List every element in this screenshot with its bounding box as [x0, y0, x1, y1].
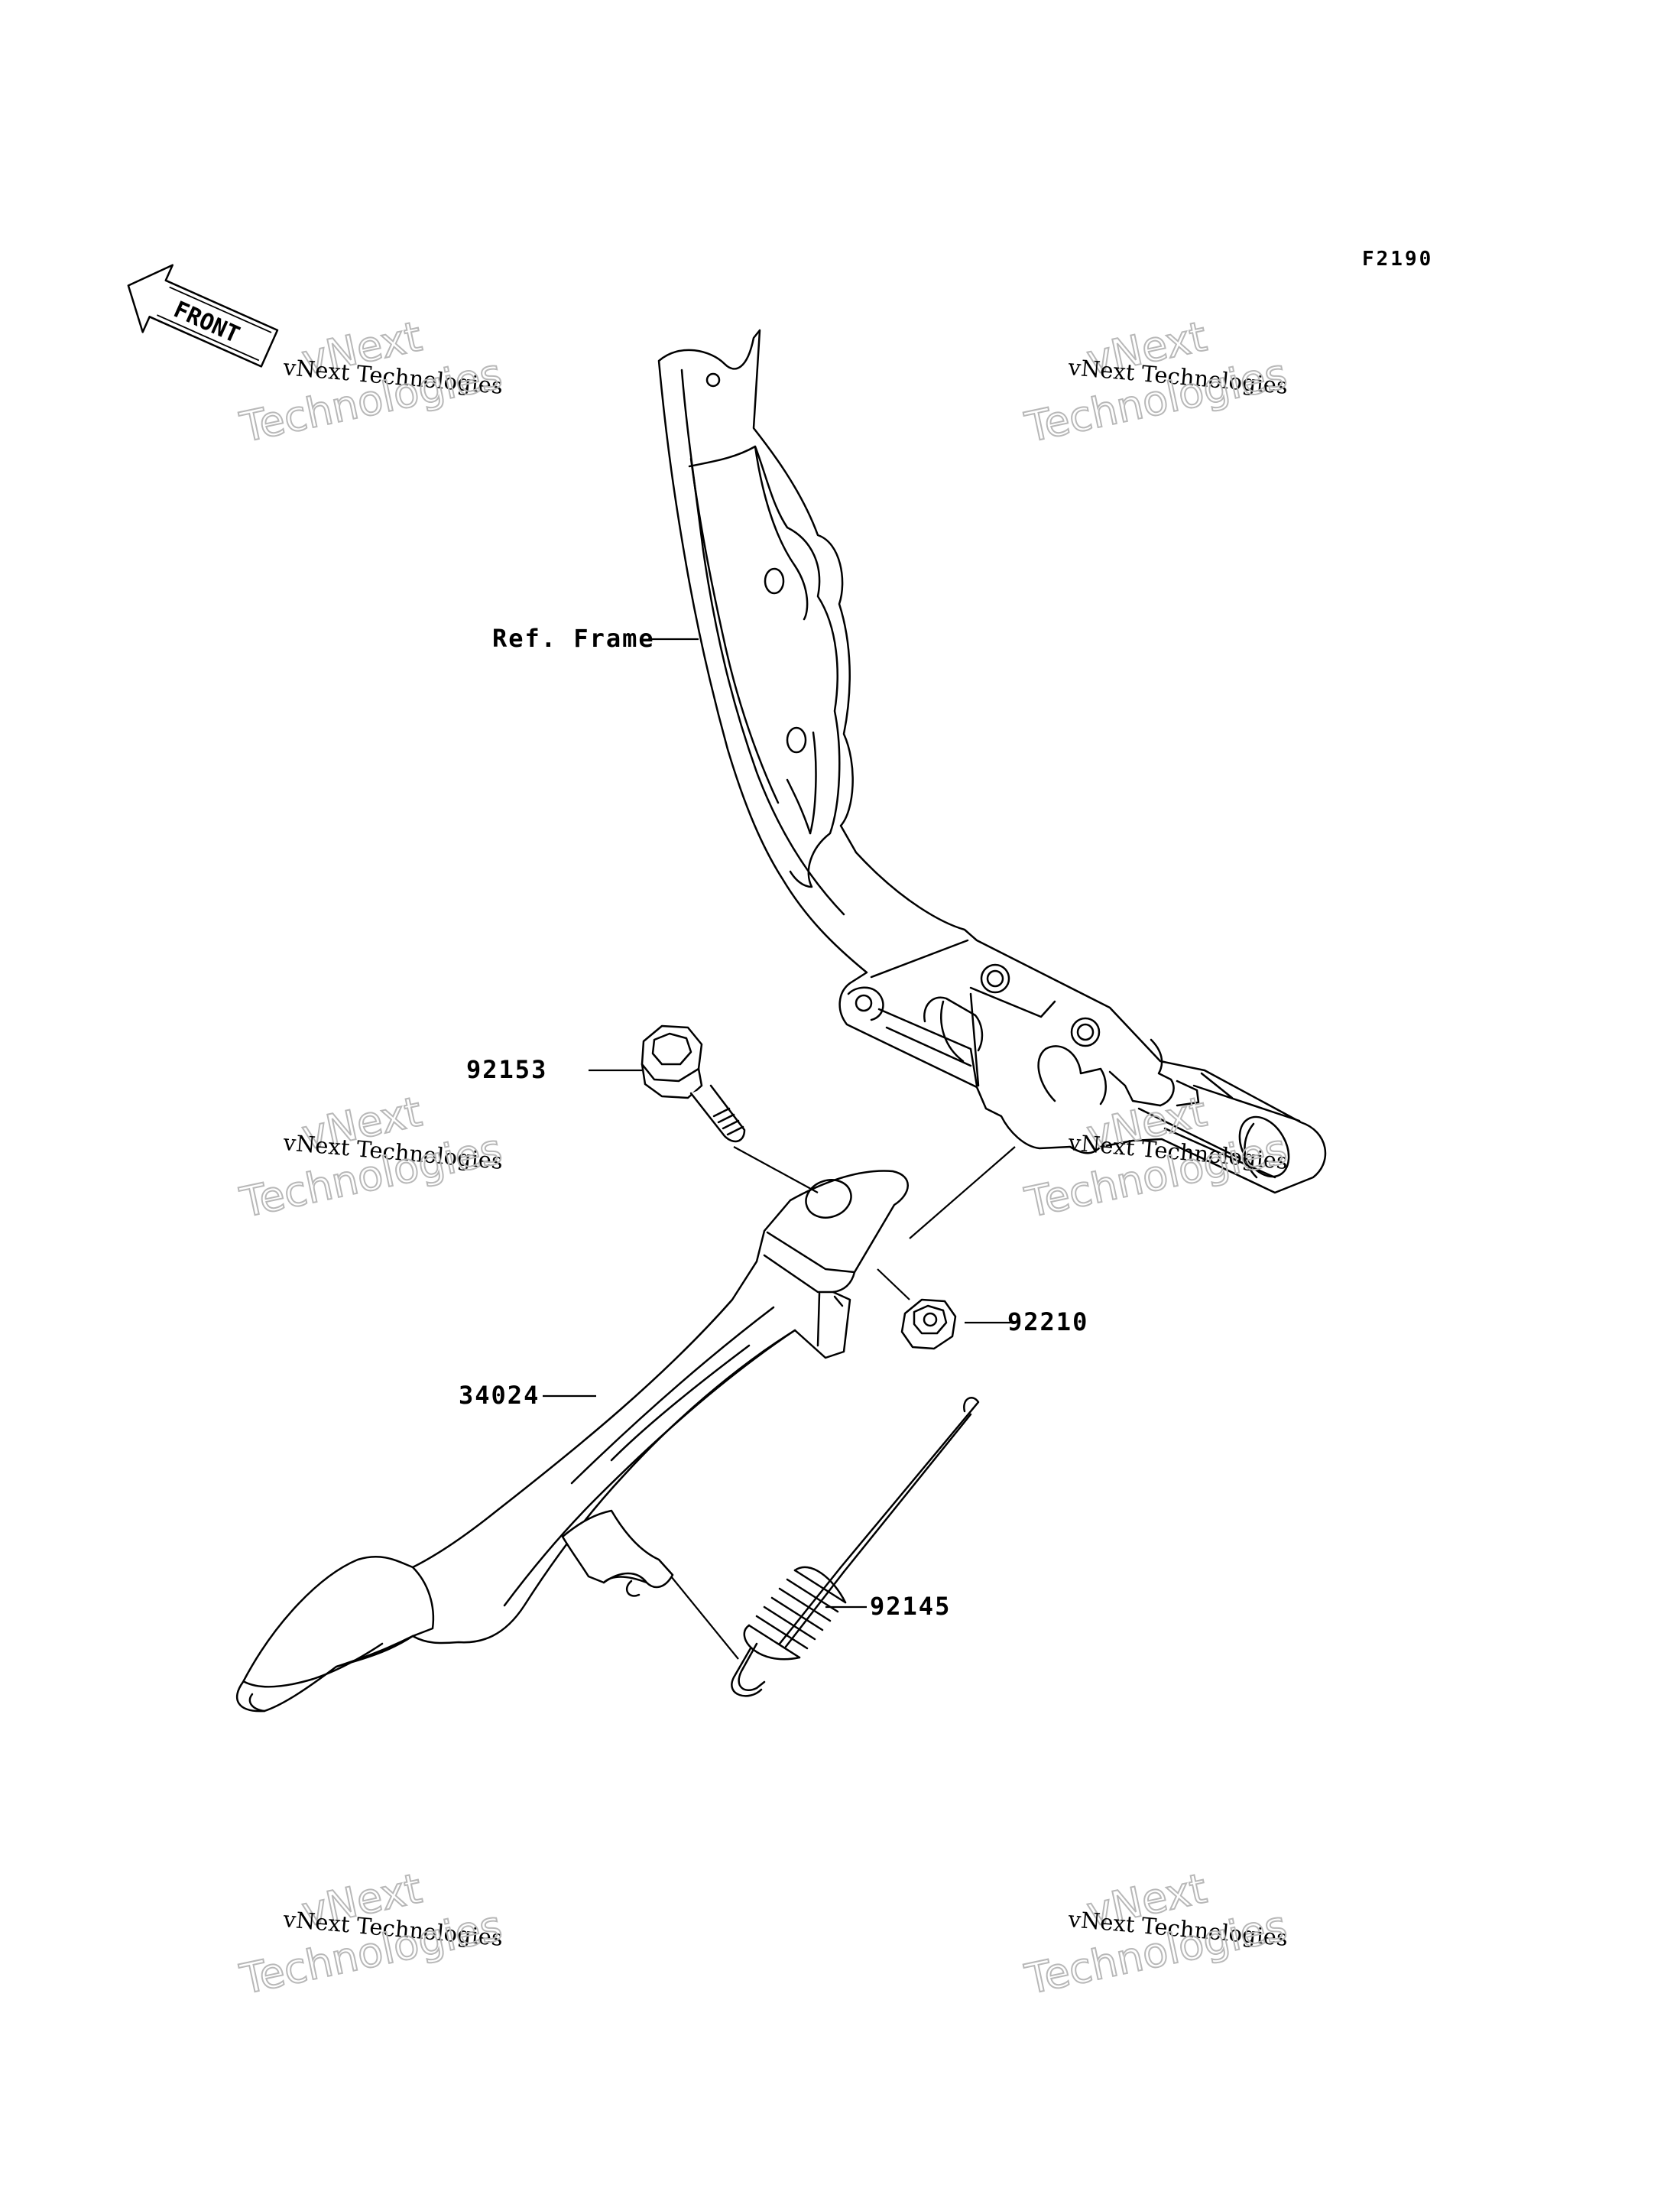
assembly-lines	[543, 638, 1016, 1660]
watermark: vNext vNext Technologies Technologies	[1020, 311, 1292, 453]
callout-ref-frame: Ref. Frame	[492, 624, 655, 653]
front-arrow-icon: FRONT	[127, 264, 279, 368]
frame-reference	[657, 329, 1327, 1194]
callout-92210: 92210	[1007, 1307, 1088, 1336]
bolt-92153	[641, 1024, 746, 1143]
figure-code: F2190	[1362, 248, 1433, 271]
side-stand-34024	[235, 1170, 909, 1713]
watermark: vNext vNext Technologies Technologies	[1020, 1863, 1292, 2005]
callout-34024: 34024	[459, 1381, 540, 1410]
watermark: vNext vNext Technologies Technologies	[235, 1863, 507, 2005]
callout-92153: 92153	[466, 1055, 547, 1084]
spring-92145	[731, 1397, 980, 1697]
nut-92210	[900, 1298, 957, 1350]
callout-92145: 92145	[870, 1592, 951, 1621]
watermark: vNext vNext Technologies Technologies	[235, 1086, 507, 1228]
